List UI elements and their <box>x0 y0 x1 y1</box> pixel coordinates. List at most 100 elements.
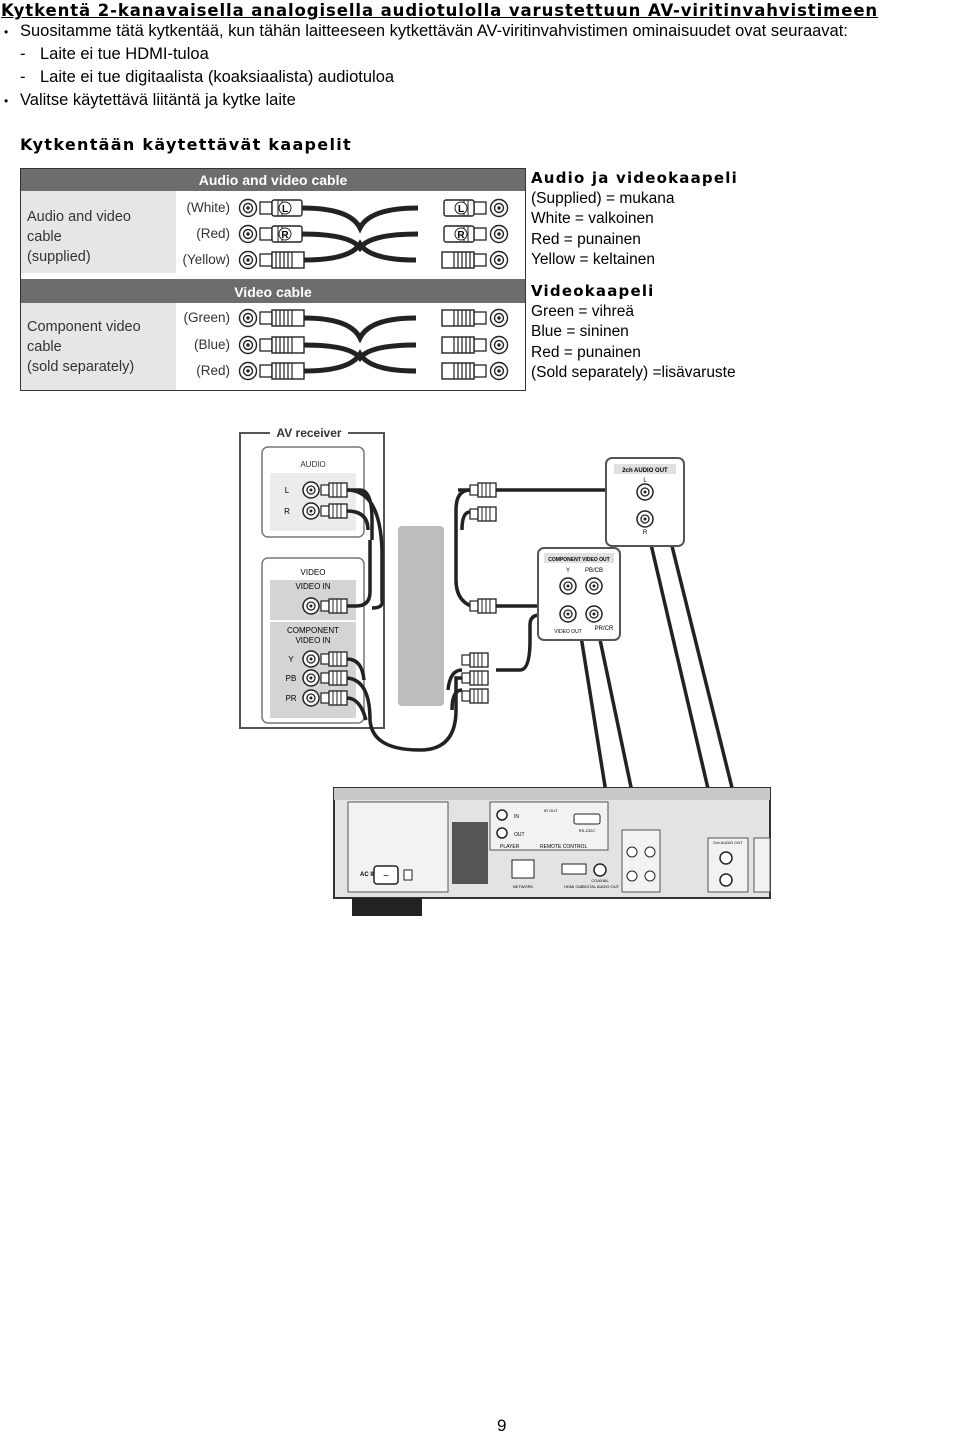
panel-audio-jack-r <box>719 873 733 887</box>
av-jack-right-red <box>489 224 509 244</box>
ac-in-symbol: ~ <box>383 871 389 882</box>
comp-jack-left-blue <box>238 335 258 355</box>
ir-jack-1 <box>496 809 508 821</box>
receiver-comp-jack-pb <box>302 669 320 687</box>
cable-audio-main <box>346 488 479 610</box>
comp-plug-right-green <box>441 309 487 327</box>
legend-video-line: (Sold separately) =lisävaruste <box>531 364 736 381</box>
diagram-plug-comp-y <box>461 652 489 668</box>
plug-letter-l2: L <box>458 204 464 215</box>
cables-heading: Kytkentään käytettävät kaapelit <box>20 135 352 154</box>
av-cable-header-bar <box>21 169 525 191</box>
receiver-video-plug <box>320 598 348 614</box>
ac-in-label: AC IN <box>360 872 376 878</box>
ir-jack-2 <box>496 827 508 839</box>
player-audio-r: R <box>643 530 648 536</box>
player-audio-jack-r <box>636 510 654 528</box>
receiver-comp-jack-y <box>302 650 320 668</box>
comp-jack-right-green <box>489 308 509 328</box>
comp-cable-wire-red <box>303 349 417 374</box>
comp-jack-right-red <box>489 361 509 381</box>
diagram-plug-audio-r <box>469 506 497 522</box>
second-bullet-text: Valitse käytettävä liitäntä ja kytke lai… <box>20 91 296 109</box>
plug-letter-l: L <box>282 204 288 215</box>
receiver-component-in-1: COMPONENT <box>287 626 339 635</box>
av-color-red: (Red) <box>196 226 230 241</box>
legend-av-line: (Supplied) = mukana <box>531 189 675 207</box>
comp-plug-right-red <box>441 362 487 380</box>
panel-2ch-audio-out: 2ch AUDIO OUT <box>713 840 743 845</box>
receiver-comp-plug-y <box>320 651 348 667</box>
receiver-audio-plug-l <box>320 482 348 498</box>
intro-bullet-text: Suositamme tätä kytkentää, kun tähän lai… <box>20 22 848 40</box>
comp-jack-left-red <box>238 361 258 381</box>
comp-jack-left-green <box>238 308 258 328</box>
plug-letter-circle-r <box>278 227 292 241</box>
legend-video-line: Green = vihreä <box>531 302 634 320</box>
av-jack-left-white <box>238 198 258 218</box>
panel-player: PLAYER <box>500 844 520 850</box>
player-comp-y: Y <box>566 568 570 574</box>
legend-video: Videokaapeli Green = vihreä Blue = sinin… <box>531 281 736 384</box>
comp-plug-left-green <box>259 309 305 327</box>
panel-comp-jack-2 <box>644 846 656 858</box>
comp-cable-label-line2: cable <box>27 339 62 355</box>
receiver-audio-r: R <box>284 507 290 516</box>
page-heading: Kytkentä 2-kanavaisella analogisella aud… <box>1 1 879 20</box>
av-jack-left-yellow <box>238 250 258 270</box>
dash-marker: - <box>20 68 26 86</box>
panel-rs232c: RS-232C <box>579 828 596 833</box>
av-cable-label-line1: Audio and video <box>27 209 131 225</box>
ac-in-socket <box>373 865 399 885</box>
panel-ir-out: IR OUT <box>544 808 558 813</box>
fan-vent <box>452 822 488 884</box>
signal-flow-bar <box>398 526 444 706</box>
condition-hdmi: Laite ei tue HDMI-tuloa <box>40 45 209 63</box>
player-foot <box>352 898 422 916</box>
comp-cable-label-bg <box>21 303 176 390</box>
receiver-audio-plug-r <box>320 503 348 519</box>
video-cable-header: Video cable <box>234 284 312 300</box>
diagram-plug-audio-l <box>469 482 497 498</box>
panel-comp-jack-4 <box>644 870 656 882</box>
receiver-port-pr: PR <box>285 694 296 703</box>
panel-audio-jack-l <box>719 851 733 865</box>
legend-av-line: White = valkoinen <box>531 210 654 227</box>
hdmi-port <box>561 863 587 875</box>
video-cable-header-bar <box>21 279 525 303</box>
plug-letter-circle-l <box>278 201 292 215</box>
av-jack-left-red <box>238 224 258 244</box>
av-cable-wire-yellow <box>303 239 417 263</box>
receiver-port-y: Y <box>288 655 294 664</box>
cable-comp-pr <box>346 688 463 721</box>
av-plug-right-yellow <box>441 251 487 269</box>
panel-network: NETWORK <box>513 884 534 889</box>
receiver-comp-plug-pr <box>320 690 348 706</box>
player-comp-pr: PR/CR <box>595 626 614 632</box>
av-jack-right-yellow <box>489 250 509 270</box>
player-audio-jack-l <box>636 483 654 501</box>
legend-video-line: Blue = sininen <box>531 323 629 340</box>
bullet-marker: • <box>4 25 9 39</box>
legend-av-line: Red = punainen <box>531 230 641 248</box>
connection-diagram: AV receiver AUDIO L R VIDEO VIDEO IN COM… <box>239 424 771 916</box>
panel-comp-jack-3 <box>626 870 638 882</box>
player-comp-jack-pb <box>585 577 603 595</box>
panel-coaxial: COAXIAL <box>591 878 609 883</box>
av-cable-label-line3: (supplied) <box>27 249 91 265</box>
diagram-plug-video <box>469 598 497 614</box>
network-port <box>511 859 535 879</box>
page-number: 9 <box>497 1416 507 1435</box>
panel-remote-control: REMOTE CONTROL <box>540 844 587 850</box>
plug-letter-r2: R <box>457 230 465 241</box>
player-video-out: VIDEO OUT <box>554 629 582 635</box>
panel-in: IN <box>514 814 519 820</box>
receiver-audio-jack-l <box>302 481 320 499</box>
panel-out: OUT <box>514 832 525 838</box>
receiver-comp-plug-pb <box>320 670 348 686</box>
av-cable-label-line2: cable <box>27 229 62 245</box>
bullet-marker: • <box>4 94 9 108</box>
plug-letter-circle-r2 <box>454 227 468 241</box>
player-audio-out-label: 2ch AUDIO OUT <box>622 468 668 474</box>
player-component-out-label: COMPONENT VIDEO OUT <box>548 557 609 563</box>
